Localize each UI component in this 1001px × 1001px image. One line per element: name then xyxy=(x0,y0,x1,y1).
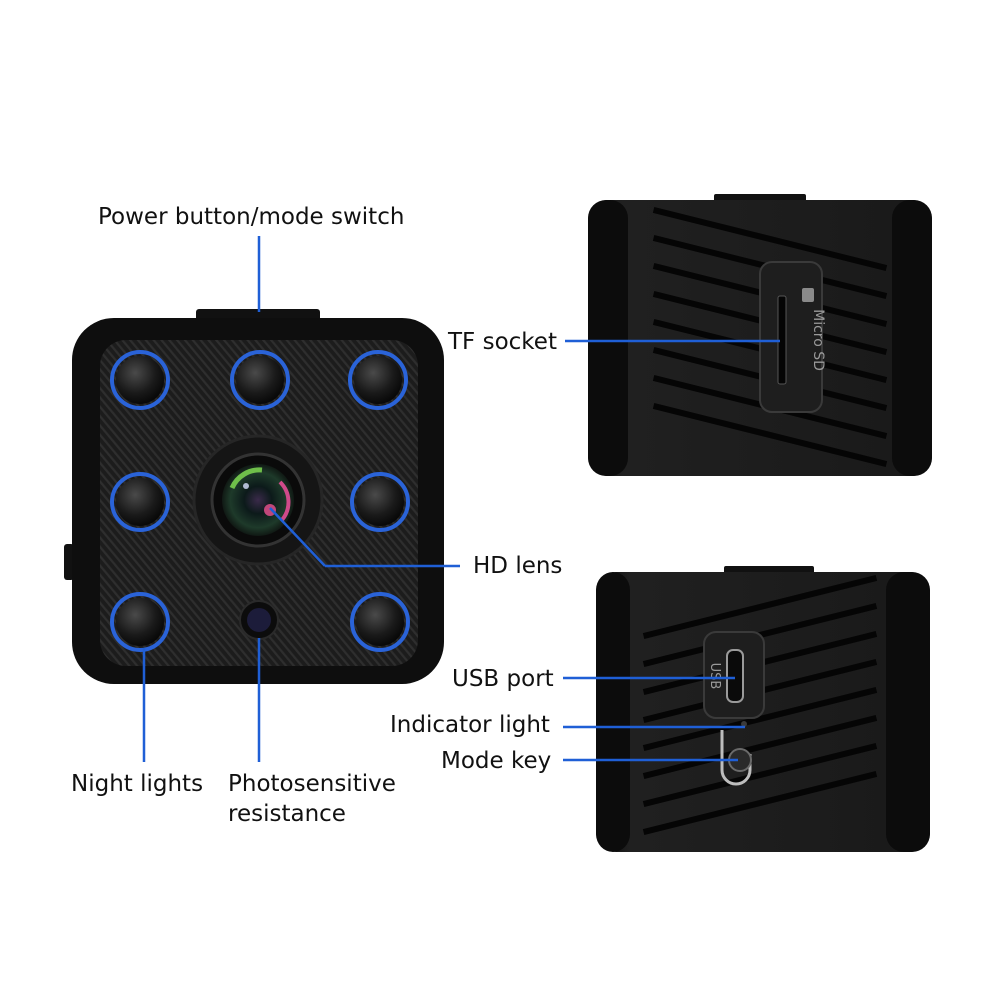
mode-key-outline xyxy=(720,730,752,786)
label-usb-port: USB port xyxy=(452,666,554,692)
label-mode-key: Mode key xyxy=(441,748,552,774)
side-view-tf: Micro SD xyxy=(588,194,932,476)
hd-lens xyxy=(192,434,324,566)
label-night-lights: Night lights xyxy=(71,771,204,797)
usb-print: USB xyxy=(707,663,722,690)
night-led-4 xyxy=(110,472,170,532)
night-led-1 xyxy=(110,350,170,410)
front-view xyxy=(64,309,444,684)
photosensitive-sensor xyxy=(239,600,279,640)
night-led-2 xyxy=(230,350,290,410)
label-power-button: Power button/mode switch xyxy=(98,204,405,230)
micro-sd-print: Micro SD xyxy=(810,309,826,371)
label-photosensitive-line1: Photosensitive xyxy=(228,771,396,797)
label-tf-socket: TF socket xyxy=(448,329,557,355)
sd-card-icon xyxy=(802,288,814,302)
label-indicator-light: Indicator light xyxy=(390,712,550,738)
label-hd-lens: HD lens xyxy=(473,553,563,579)
side-view-usb: USB xyxy=(596,566,930,852)
indicator-light-dot xyxy=(741,721,747,727)
night-led-7 xyxy=(350,592,410,652)
side-button xyxy=(64,544,74,580)
label-photosensitive-line2: resistance xyxy=(228,801,346,827)
usb-port xyxy=(726,649,744,703)
night-led-6 xyxy=(110,592,170,652)
night-led-5 xyxy=(350,472,410,532)
callout-lines xyxy=(142,236,780,762)
night-led-3 xyxy=(348,350,408,410)
callout-hd-lens xyxy=(269,507,326,567)
